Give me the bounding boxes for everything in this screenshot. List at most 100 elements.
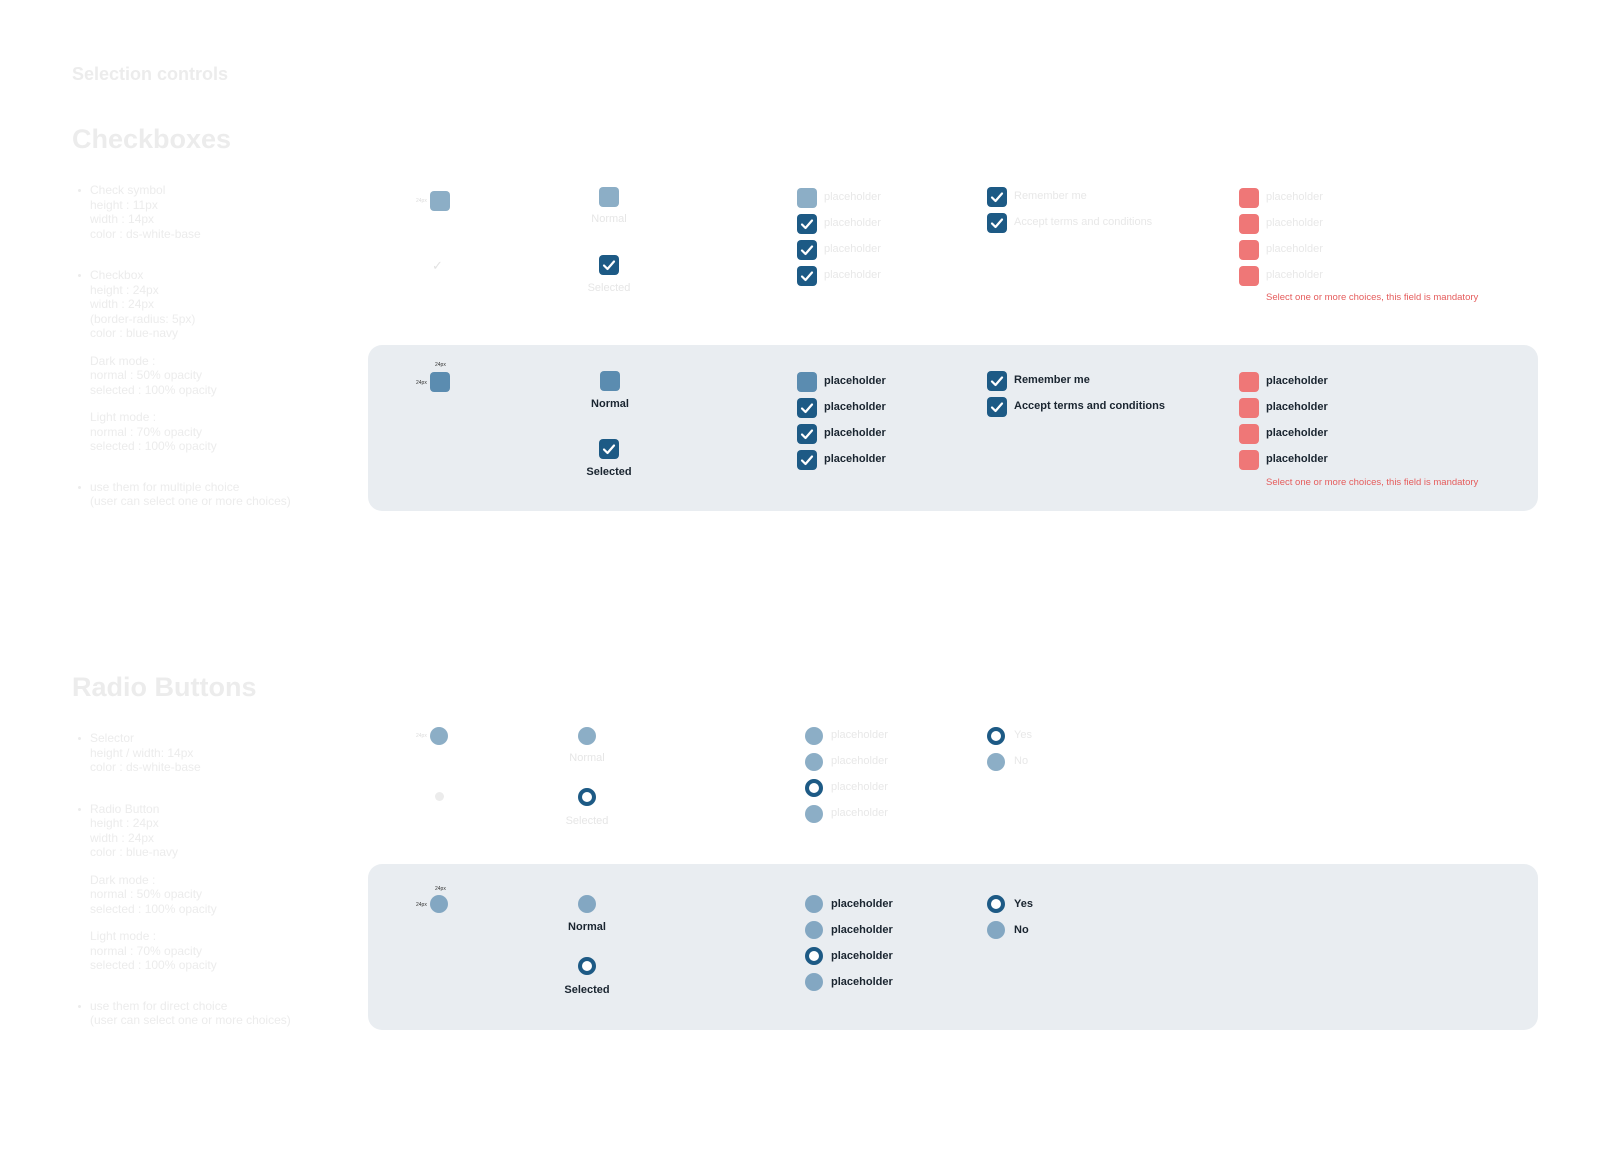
radio-button[interactable] xyxy=(805,947,823,965)
normal-caption: Normal xyxy=(569,752,605,764)
accept-terms-checkbox[interactable] xyxy=(987,213,1007,233)
yes-radio[interactable] xyxy=(987,895,1005,913)
checkbox-label: placeholder xyxy=(1266,375,1328,387)
checkbox-anatomy-dark xyxy=(430,372,450,392)
error-checkbox[interactable] xyxy=(1239,398,1259,418)
check-icon xyxy=(990,192,1004,203)
checkbox-anatomy-light xyxy=(430,191,450,211)
checkbox-label: placeholder xyxy=(824,401,886,413)
dimension-label-side: 24px xyxy=(416,380,427,386)
radio-selected-light[interactable] xyxy=(578,788,596,806)
accept-terms-label: Accept terms and conditions xyxy=(1014,216,1153,228)
dimension-label-top: 24px xyxy=(435,362,446,368)
remember-me-label: Remember me xyxy=(1014,190,1087,202)
checkbox[interactable] xyxy=(797,372,817,392)
radio-label: placeholder xyxy=(831,924,893,936)
remember-me-checkbox[interactable] xyxy=(987,187,1007,207)
radio-button[interactable] xyxy=(805,921,823,939)
check-icon xyxy=(800,245,814,256)
usage-spec: use them for direct choice (user can sel… xyxy=(78,999,328,1028)
check-icon xyxy=(602,260,616,271)
check-icon xyxy=(990,402,1004,413)
check-icon xyxy=(800,271,814,282)
radio-label: placeholder xyxy=(831,729,888,741)
selector-anatomy-icon xyxy=(435,792,444,801)
checkbox-normal-dark[interactable] xyxy=(600,371,620,391)
light-mode-spec: Light mode : normal : 70% opacity select… xyxy=(90,410,217,453)
error-checkbox[interactable] xyxy=(1239,240,1259,260)
radio-dark-panel xyxy=(368,864,1538,1030)
light-mode-spec: Light mode : normal : 70% opacity select… xyxy=(90,929,217,972)
page-title: Selection controls xyxy=(72,64,229,84)
checkbox[interactable] xyxy=(797,424,817,444)
error-checkbox[interactable] xyxy=(1239,214,1259,234)
radio-button[interactable] xyxy=(805,779,823,797)
checkbox-label: placeholder xyxy=(824,427,886,439)
selected-caption: Selected xyxy=(586,466,632,478)
selected-caption: Selected xyxy=(564,984,610,996)
error-checkbox[interactable] xyxy=(1239,372,1259,392)
no-label: No xyxy=(1014,924,1029,936)
checkbox-normal-light[interactable] xyxy=(599,187,619,207)
dimension-label-side: 24px xyxy=(416,902,427,908)
usage-spec: use them for multiple choice (user can s… xyxy=(78,480,328,509)
remember-me-checkbox[interactable] xyxy=(987,371,1007,391)
checkbox-label: placeholder xyxy=(824,269,881,281)
check-symbol-spec: Check symbol height : 11px width : 14px … xyxy=(78,183,328,241)
checkbox[interactable] xyxy=(797,214,817,234)
checkbox-label: placeholder xyxy=(1266,453,1328,465)
error-checkbox[interactable] xyxy=(1239,188,1259,208)
checkbox-selected-light[interactable] xyxy=(599,255,619,275)
selector-spec: Selector height / width: 14px color : ds… xyxy=(78,731,328,775)
checkbox-label: placeholder xyxy=(1266,401,1328,413)
checkbox-spec: Check symbol height : 11px width : 14px … xyxy=(78,183,328,522)
check-symbol-anatomy-icon: ✓ xyxy=(432,258,443,273)
radio-normal-light[interactable] xyxy=(578,727,596,745)
radio-label: placeholder xyxy=(831,898,893,910)
checkbox-dark-panel xyxy=(368,345,1538,511)
error-checkbox[interactable] xyxy=(1239,266,1259,286)
checkbox[interactable] xyxy=(797,450,817,470)
no-radio[interactable] xyxy=(987,753,1005,771)
normal-caption: Normal xyxy=(591,213,627,225)
check-icon xyxy=(990,218,1004,229)
check-icon xyxy=(990,376,1004,387)
check-icon xyxy=(800,455,814,466)
normal-caption: Normal xyxy=(591,398,629,410)
checkboxes-title: Checkboxes xyxy=(72,124,232,154)
checkbox-label: placeholder xyxy=(824,243,881,255)
accept-terms-checkbox[interactable] xyxy=(987,397,1007,417)
checkbox-selected-dark[interactable] xyxy=(599,439,619,459)
dimension-label: 24px xyxy=(416,733,427,739)
checkbox-size-spec: Checkbox height : 24px width : 24px (bor… xyxy=(78,268,328,341)
checkbox-label: placeholder xyxy=(824,375,886,387)
checkbox[interactable] xyxy=(797,240,817,260)
radio-button[interactable] xyxy=(805,805,823,823)
radio-size-spec: Radio Button height : 24px width : 24px … xyxy=(78,802,328,860)
radio-selected-dark[interactable] xyxy=(578,957,596,975)
check-icon xyxy=(800,403,814,414)
radio-button[interactable] xyxy=(805,753,823,771)
dimension-label-top: 24px xyxy=(435,886,446,892)
check-icon xyxy=(602,444,616,455)
radio-label: placeholder xyxy=(831,950,893,962)
error-checkbox[interactable] xyxy=(1239,450,1259,470)
accept-terms-label: Accept terms and conditions xyxy=(1014,400,1165,412)
radio-button[interactable] xyxy=(805,973,823,991)
checkbox-label: placeholder xyxy=(1266,269,1323,281)
no-radio[interactable] xyxy=(987,921,1005,939)
no-label: No xyxy=(1014,755,1029,767)
check-icon xyxy=(800,429,814,440)
radio-label: placeholder xyxy=(831,976,893,988)
radio-button[interactable] xyxy=(805,895,823,913)
radio-anatomy-light xyxy=(430,727,448,745)
checkbox[interactable] xyxy=(797,188,817,208)
radio-normal-dark[interactable] xyxy=(578,895,596,913)
yes-radio[interactable] xyxy=(987,727,1005,745)
radio-button[interactable] xyxy=(805,727,823,745)
checkbox[interactable] xyxy=(797,398,817,418)
checkbox[interactable] xyxy=(797,266,817,286)
radio-label: placeholder xyxy=(831,755,888,767)
radio-spec: Selector height / width: 14px color : ds… xyxy=(78,731,328,1041)
error-checkbox[interactable] xyxy=(1239,424,1259,444)
